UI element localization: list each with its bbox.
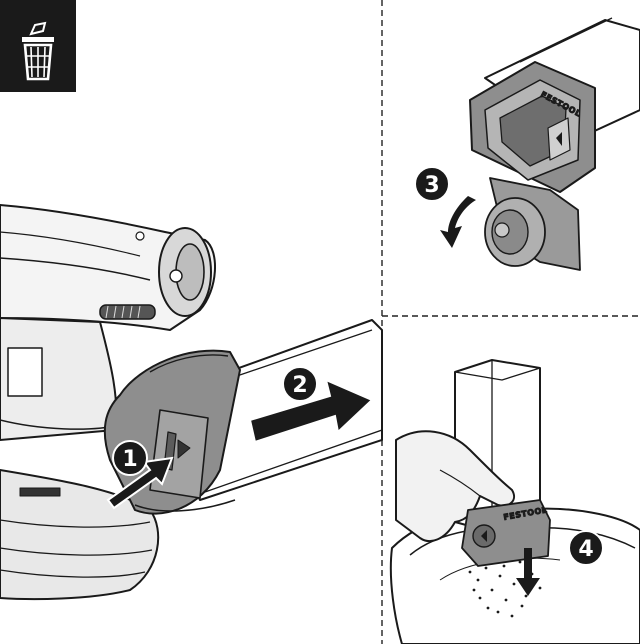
dust-particles xyxy=(468,560,542,618)
sander-illustration xyxy=(0,204,216,601)
step-4-badge: 4 xyxy=(568,530,604,566)
step-1-number: 1 xyxy=(122,447,137,472)
push-arrow xyxy=(106,456,174,510)
step-2-number: 2 xyxy=(292,373,307,398)
cartridge-clip-bottom: FESTOOL xyxy=(461,499,551,567)
step-2-badge: 2 xyxy=(282,366,318,402)
step-4-number: 4 xyxy=(578,537,593,562)
cartridge-end-cap: FESTOOL xyxy=(469,61,596,271)
pull-arrow xyxy=(248,378,374,444)
rotate-arrow xyxy=(440,196,476,248)
step-3-number: 3 xyxy=(424,173,439,198)
step-1-badge: 1 xyxy=(112,440,148,476)
step-3-badge: 3 xyxy=(414,166,450,202)
down-arrow xyxy=(516,548,540,596)
trash-bin-icon xyxy=(0,0,76,92)
